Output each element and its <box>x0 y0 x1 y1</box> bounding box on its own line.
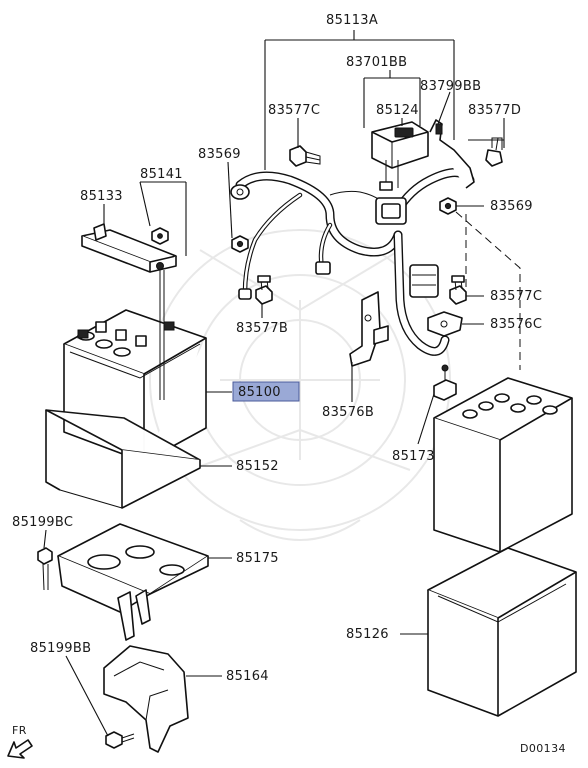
front-label: FR <box>12 724 27 737</box>
label-85141[interactable]: 85141 <box>140 167 183 182</box>
hold-down-85133[interactable] <box>81 223 177 273</box>
label-83569-left[interactable]: 83569 <box>198 147 241 162</box>
nut-85141[interactable] <box>151 227 169 245</box>
terminal-85173[interactable] <box>433 364 457 401</box>
bolt-83577C-mid[interactable] <box>449 275 467 305</box>
bracket-83576B[interactable] <box>349 291 389 367</box>
label-85133[interactable]: 85133 <box>80 189 123 204</box>
nut-83569-right[interactable] <box>439 197 457 215</box>
front-direction-marker: FR <box>7 724 33 759</box>
battery-right <box>433 377 573 553</box>
reference-lines <box>455 210 521 370</box>
front-arrow-icon <box>7 739 33 759</box>
bracket-85175[interactable] <box>57 523 209 641</box>
labels: 85113A 83701BB 83799BB 83577C 85124 8357… <box>12 13 542 684</box>
bolt-83577B[interactable] <box>255 275 273 305</box>
label-83576C[interactable]: 83576C <box>490 317 542 332</box>
bolt-85199BB[interactable] <box>105 731 135 749</box>
label-83577C-mid[interactable]: 83577C <box>490 289 542 304</box>
leader-lines <box>43 30 505 737</box>
battery-box-85126[interactable] <box>427 547 577 717</box>
tray-85152[interactable] <box>45 409 201 509</box>
bolt-85199BC[interactable] <box>37 547 53 591</box>
label-83569-right[interactable]: 83569 <box>490 199 533 214</box>
bolt-83577C-top[interactable] <box>289 145 321 167</box>
label-85164[interactable]: 85164 <box>226 669 269 684</box>
label-85199BB[interactable]: 85199BB <box>30 641 91 656</box>
label-85175[interactable]: 85175 <box>236 551 279 566</box>
label-83576B[interactable]: 83576B <box>322 405 374 420</box>
label-85152[interactable]: 85152 <box>236 459 279 474</box>
label-85126[interactable]: 85126 <box>346 627 389 642</box>
label-85124[interactable]: 85124 <box>376 103 419 118</box>
battery-85100[interactable] <box>63 270 207 463</box>
selected-part-highlight <box>232 381 300 402</box>
clamp-83576C[interactable] <box>427 311 463 337</box>
label-83701BB[interactable]: 83701BB <box>346 55 407 70</box>
fuse-block-85124[interactable] <box>371 121 429 191</box>
bracket-85164[interactable] <box>103 645 189 753</box>
nut-83569-left[interactable] <box>231 235 249 253</box>
bracket-83799BB[interactable] <box>429 119 475 189</box>
label-83577C-top[interactable]: 83577C <box>268 103 320 118</box>
label-85100[interactable]: 85100 <box>238 385 281 400</box>
label-85199BC[interactable]: 85199BC <box>12 515 73 530</box>
label-83799BB[interactable]: 83799BB <box>420 79 481 94</box>
label-85113A[interactable]: 85113A <box>326 13 378 28</box>
bolt-83577D[interactable] <box>485 137 503 167</box>
diagram-code: D00134 <box>520 742 566 755</box>
label-83577B[interactable]: 83577B <box>236 321 288 336</box>
label-83577D[interactable]: 83577D <box>468 103 521 118</box>
label-85173[interactable]: 85173 <box>392 449 435 464</box>
watermark <box>149 229 451 541</box>
